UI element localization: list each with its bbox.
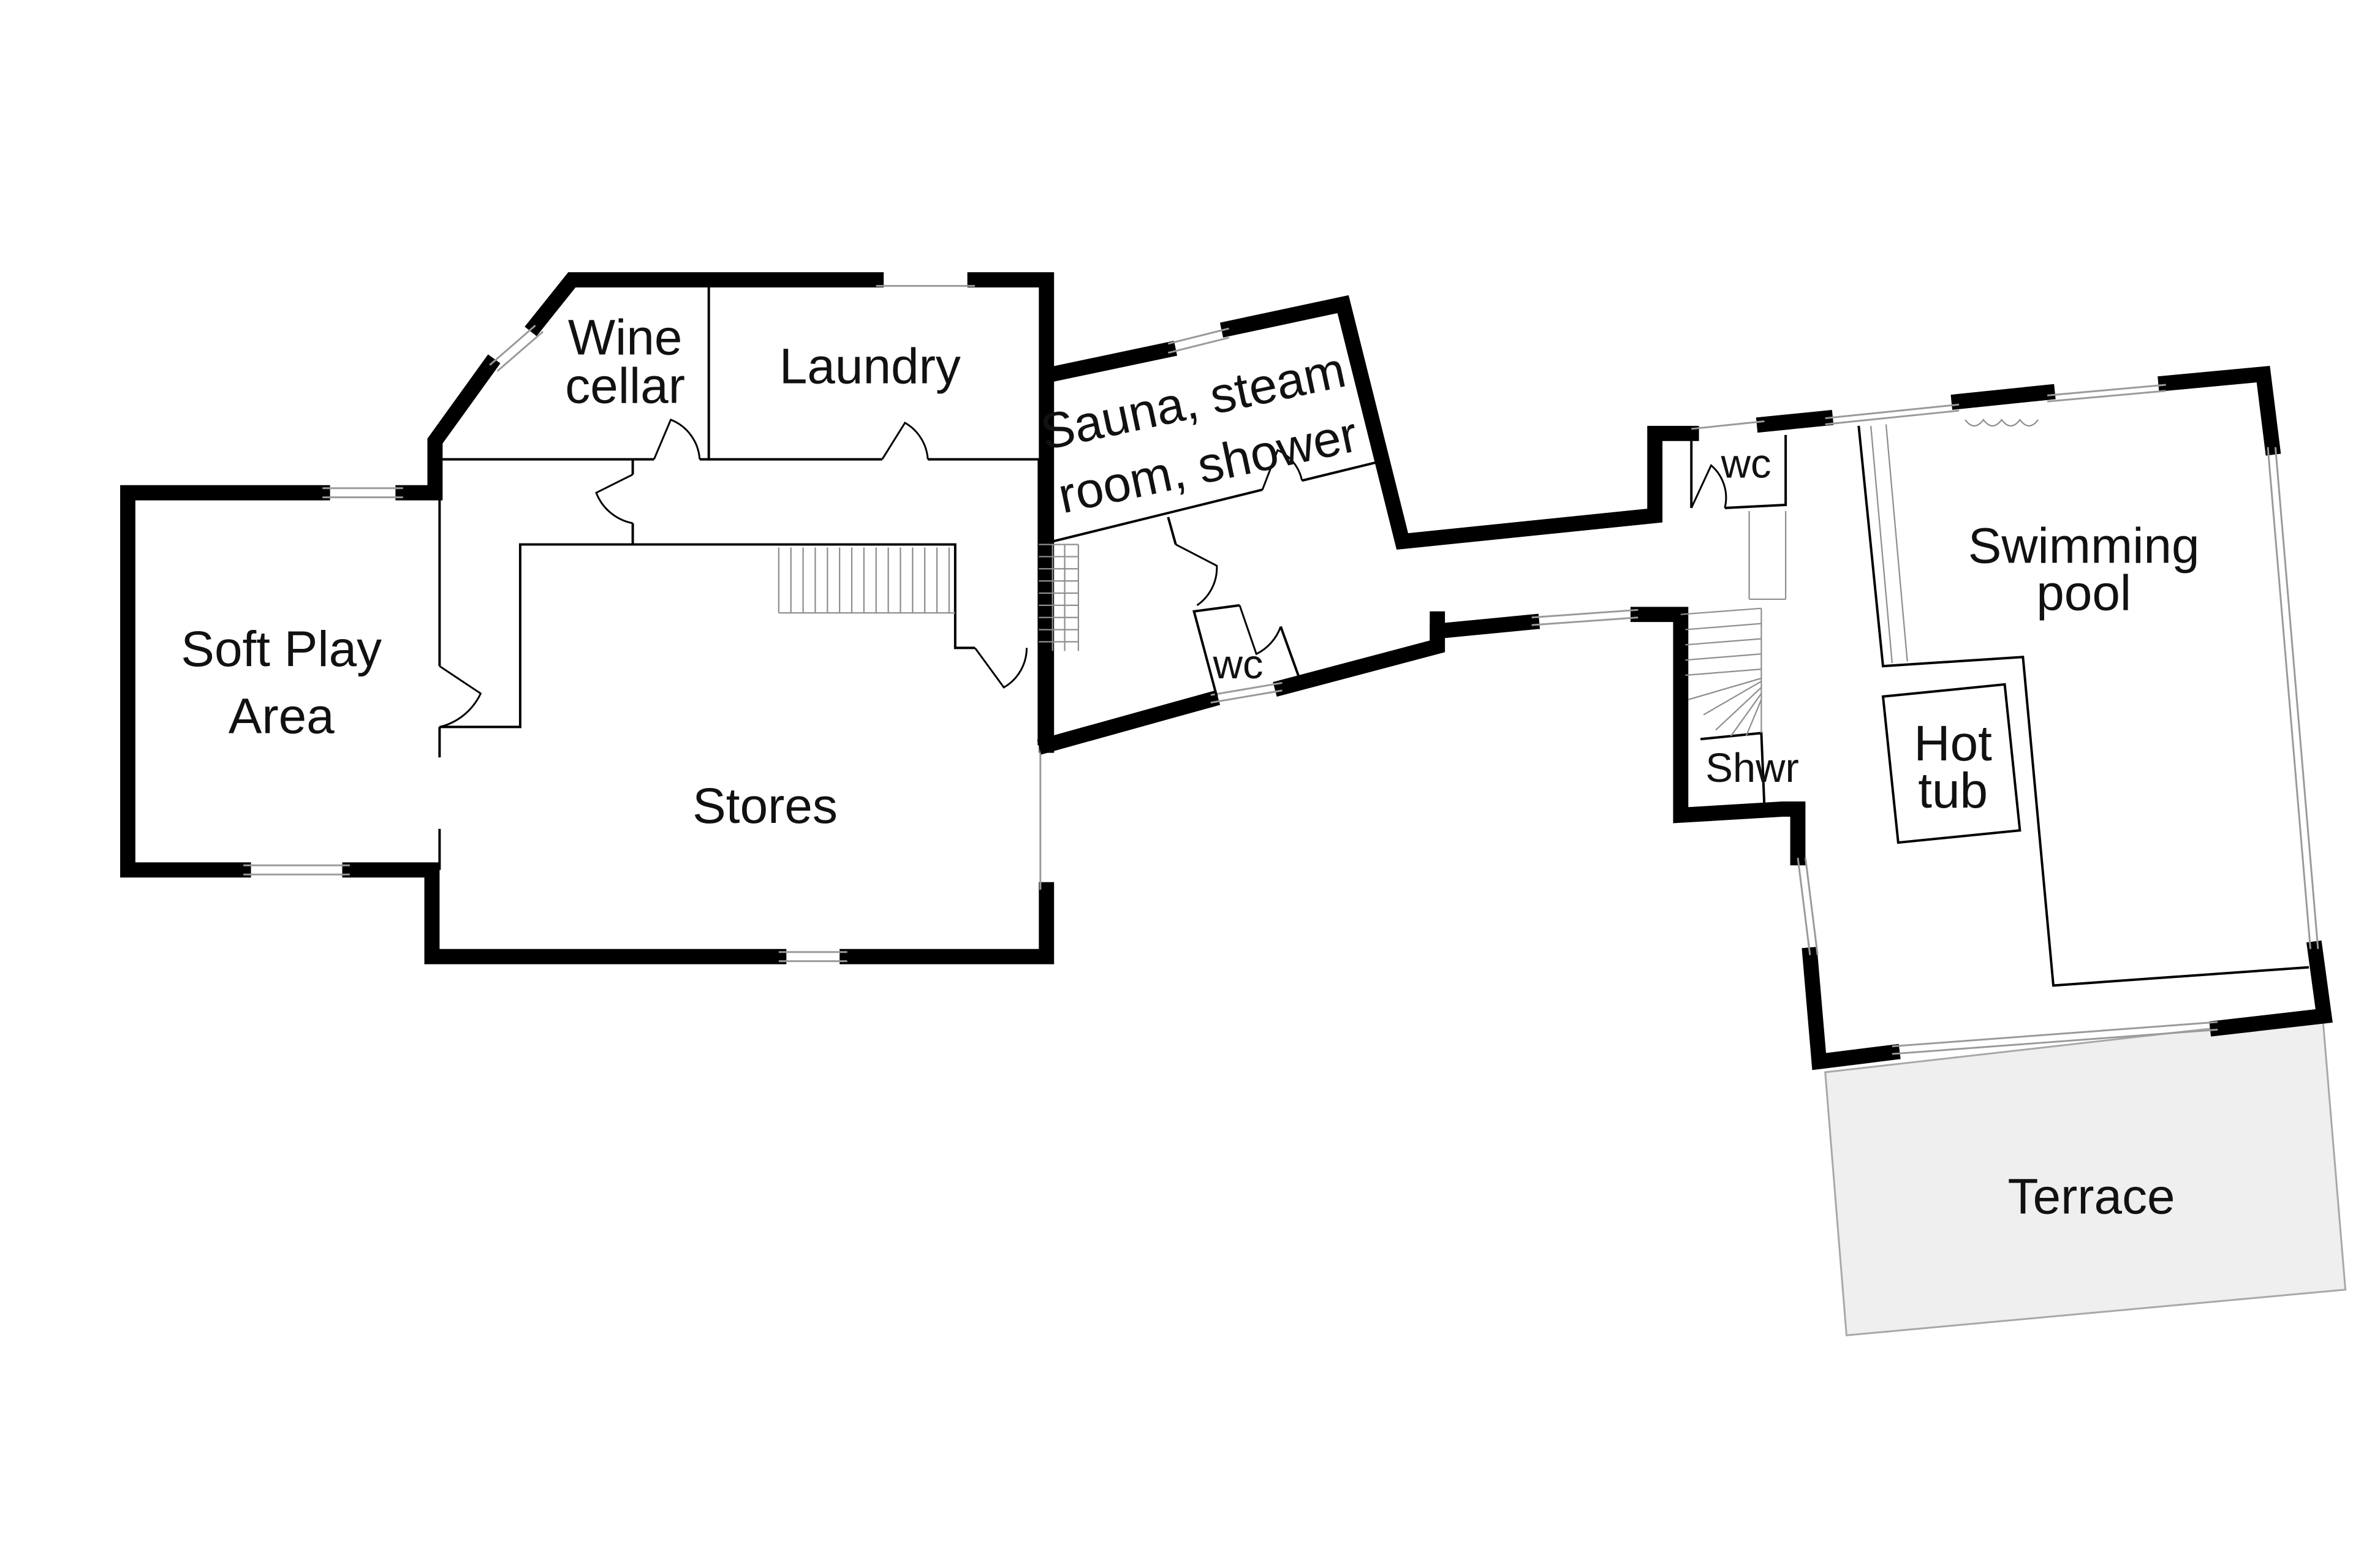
label-shower: Shwr: [1705, 745, 1799, 791]
label-soft-play-line2: Area: [229, 688, 335, 744]
label-wine-cellar: Wine: [568, 309, 683, 365]
label-stores: Stores: [692, 778, 838, 834]
middle-stairs: [1039, 543, 1080, 651]
right-staircase: [1680, 607, 1762, 737]
left-doors: [439, 419, 1028, 728]
label-wc-right: wc: [1721, 441, 1771, 487]
label-soft-play: Soft Play: [181, 621, 382, 677]
middle-windows: [1167, 327, 1765, 704]
left-building-windows: [243, 285, 1042, 963]
right-building-interior: [1700, 419, 2309, 987]
left-building-walls: [120, 272, 1055, 964]
middle-interior: [1040, 434, 1787, 697]
label-swimming-pool: Swimming: [1968, 518, 2200, 574]
middle-walls: [1037, 295, 1834, 866]
left-staircase: [778, 547, 955, 614]
label-wine-cellar-line2: cellar: [565, 358, 685, 414]
label-swimming-pool-line2: pool: [2036, 565, 2131, 621]
label-terrace: Terrace: [2007, 1169, 2175, 1225]
label-hot-tub: Hot: [1914, 716, 1992, 771]
right-building-walls: [1802, 366, 2333, 1070]
label-laundry: Laundry: [779, 338, 961, 394]
middle-doors: [1175, 449, 1727, 656]
right-building-windows: [1797, 384, 2319, 1055]
label-wc-left: wc: [1213, 642, 1264, 687]
left-building-interior: [438, 284, 1040, 870]
label-hot-tub-line2: tub: [1918, 763, 1988, 819]
